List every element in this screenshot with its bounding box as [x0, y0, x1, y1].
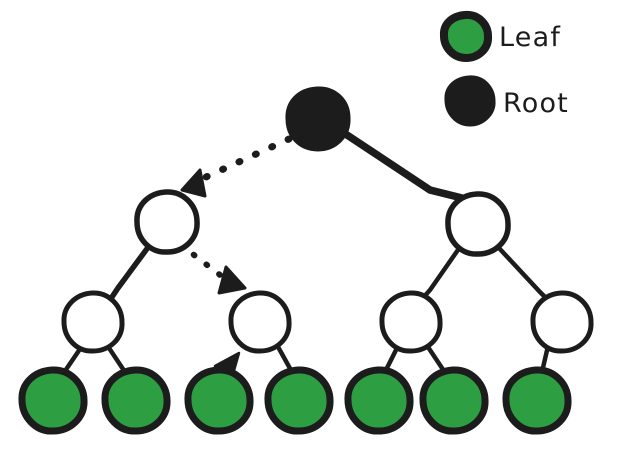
node-internal-l1-right[interactable]: [445, 191, 511, 257]
edge-left-node-to-left-child: [107, 243, 152, 303]
legend-leaf-swatch-icon: [439, 10, 493, 62]
legend-leaf-label: Leaf: [499, 22, 561, 53]
node-internal-l2-b[interactable]: [228, 290, 292, 354]
edge-group: [56, 129, 552, 385]
node-leaf-3[interactable]: [184, 366, 254, 435]
node-leaf-5[interactable]: [344, 366, 414, 435]
node-internal-l2-c[interactable]: [379, 290, 443, 354]
node-leaf-1[interactable]: [18, 366, 88, 435]
legend-item-leaf[interactable]: Leaf: [439, 10, 561, 62]
traversal-arrow-1-line: [202, 135, 293, 181]
traversal-arrow-group: [178, 135, 293, 376]
legend: Leaf Root: [439, 10, 569, 127]
edge-root-to-right-child: [340, 129, 470, 203]
node-internal-l2-d[interactable]: [530, 290, 594, 354]
node-leaf-4[interactable]: [264, 366, 334, 435]
legend-root-swatch-icon: [444, 75, 496, 127]
traversal-arrow-1-head: [180, 168, 207, 198]
edge-right-node-to-left-child: [419, 244, 463, 302]
node-group: [18, 86, 594, 435]
edge-right-node-to-right-child: [495, 244, 552, 304]
node-leaf-2[interactable]: [101, 366, 171, 435]
traversal-arrow-2-head: [217, 265, 247, 295]
node-leaf-7[interactable]: [502, 366, 572, 435]
legend-root-label: Root: [503, 88, 569, 119]
legend-item-root[interactable]: Root: [444, 75, 569, 127]
node-internal-l1-left[interactable]: [134, 189, 200, 255]
node-internal-l2-a[interactable]: [61, 290, 125, 354]
node-root[interactable]: [285, 86, 351, 152]
node-leaf-6[interactable]: [419, 366, 489, 435]
traversal-arrow-2-line: [178, 242, 227, 281]
